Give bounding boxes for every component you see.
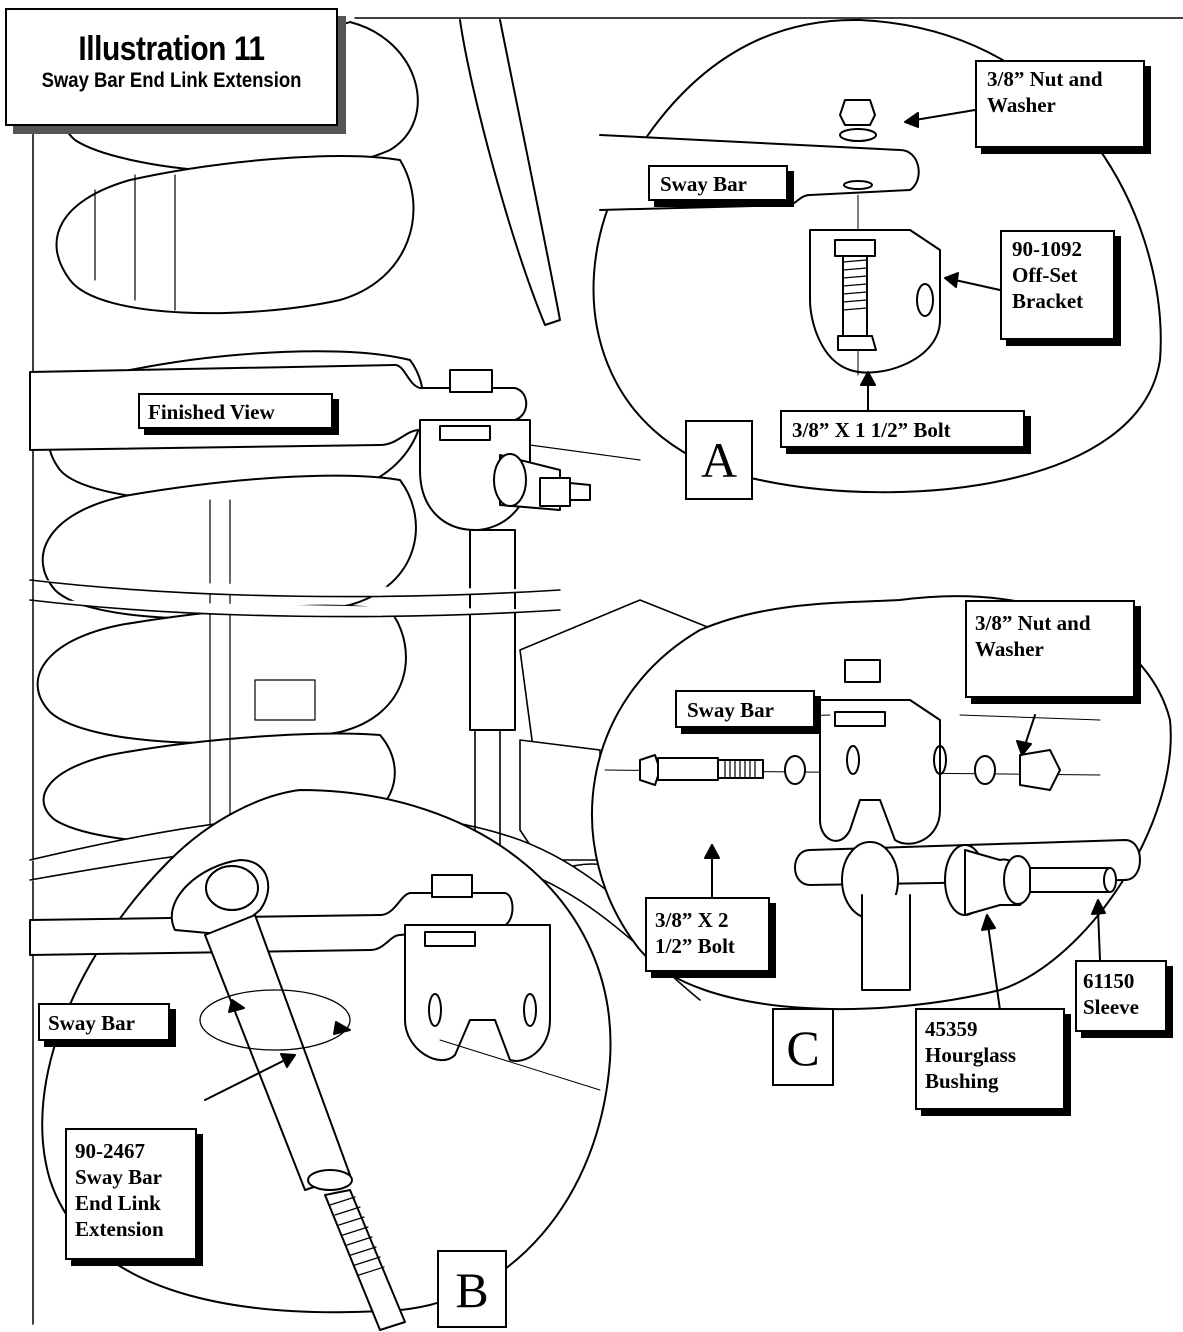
label-b-extension-line1: 90-2467 xyxy=(75,1139,145,1163)
label-a-nut-washer-line1: 3/8” Nut and xyxy=(987,67,1103,91)
label-a-bracket-line1: 90-1092 xyxy=(1012,237,1082,261)
main-offset-bracket xyxy=(419,369,591,731)
label-b-extension-line4: Extension xyxy=(75,1217,164,1241)
label-a-nut-washer-line2: Washer xyxy=(987,93,1056,117)
arrow-b xyxy=(204,1053,296,1101)
label-a-bolt: 3/8” X 1 1/2” Bolt xyxy=(780,410,1025,448)
label-a-bracket-line2: Off-Set xyxy=(1012,263,1078,287)
label-c-sway-bar: Sway Bar xyxy=(675,690,815,728)
label-b-extension: 90-2467 Sway Bar End Link Extension xyxy=(65,1128,197,1260)
label-b-extension-line3: End Link xyxy=(75,1191,161,1215)
label-c-sleeve: 61150 Sleeve xyxy=(1075,960,1167,1032)
arrows-c xyxy=(704,714,1106,1011)
label-b-sway-bar-text: Sway Bar xyxy=(48,1011,135,1035)
view-letter-b: B xyxy=(437,1250,507,1328)
label-c-sway-bar-text: Sway Bar xyxy=(687,698,774,722)
illustration-title: Illustration 11 xyxy=(78,30,265,68)
view-letter-c: C xyxy=(772,1008,834,1086)
label-c-bushing-line1: 45359 xyxy=(925,1017,978,1041)
label-c-nut-washer-line2: Washer xyxy=(975,637,1044,661)
finished-view-label: Finished View xyxy=(138,393,333,429)
label-c-nut-washer-line1: 3/8” Nut and xyxy=(975,611,1091,635)
label-a-bracket-line3: Bracket xyxy=(1012,289,1084,313)
label-c-bushing-line3: Bushing xyxy=(925,1069,999,1093)
label-a-bracket: 90-1092 Off-Set Bracket xyxy=(1000,230,1115,340)
label-a-sway-bar: Sway Bar xyxy=(648,165,788,201)
label-c-sleeve-line2: Sleeve xyxy=(1083,995,1139,1019)
finished-view-text: Finished View xyxy=(148,400,275,424)
label-c-bolt-line1: 3/8” X 2 xyxy=(655,908,729,932)
coil-spring-inner xyxy=(94,174,316,841)
arrows-a xyxy=(860,109,1001,411)
label-c-nut-washer: 3/8” Nut and Washer xyxy=(965,600,1135,698)
label-b-sway-bar: Sway Bar xyxy=(38,1003,170,1041)
label-a-sway-bar-text: Sway Bar xyxy=(660,172,747,196)
illustration-subtitle: Sway Bar End Link Extension xyxy=(41,69,302,92)
label-a-nut-washer: 3/8” Nut and Washer xyxy=(975,60,1145,148)
label-c-sleeve-line1: 61150 xyxy=(1083,969,1135,993)
label-c-bushing: 45359 Hourglass Bushing xyxy=(915,1008,1065,1110)
view-letter-a: A xyxy=(685,420,753,500)
label-b-extension-line2: Sway Bar xyxy=(75,1165,162,1189)
upper-arm-part xyxy=(459,19,561,326)
connector-line xyxy=(439,1039,601,1091)
label-a-bolt-text: 3/8” X 1 1/2” Bolt xyxy=(792,418,951,442)
label-c-bolt: 3/8” X 2 1/2” Bolt xyxy=(645,897,770,972)
label-c-bolt-line2: 1/2” Bolt xyxy=(655,934,735,958)
title-block: Illustration 11 Sway Bar End Link Extens… xyxy=(5,8,338,126)
label-c-bushing-line2: Hourglass xyxy=(925,1043,1017,1067)
